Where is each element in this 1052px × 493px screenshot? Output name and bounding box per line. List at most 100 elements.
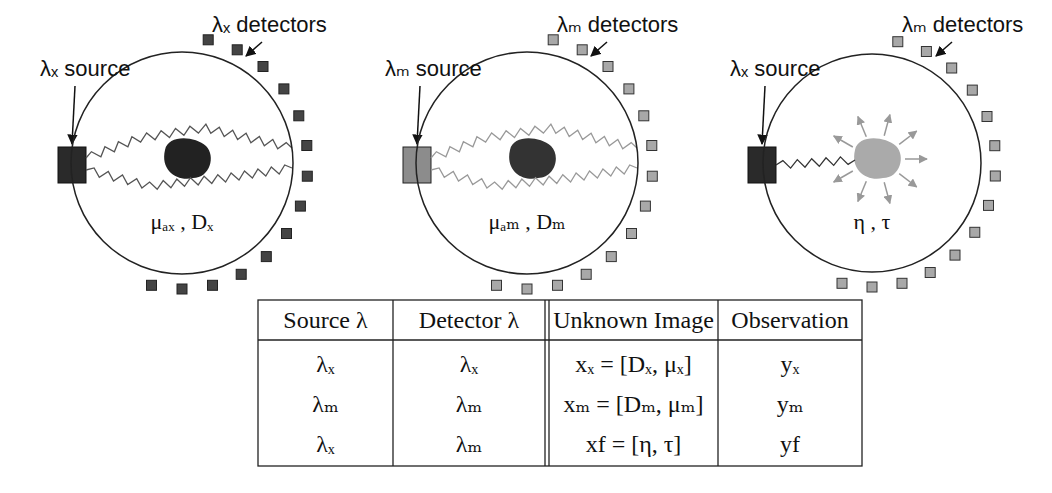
- detector-square: [258, 62, 268, 72]
- detector-square: [279, 84, 289, 94]
- detector-square: [837, 278, 847, 288]
- emission-arrow: [884, 115, 890, 136]
- table-border: [258, 300, 862, 466]
- table-cell: yₓ: [720, 344, 860, 384]
- table-cell: λₘ: [395, 424, 543, 464]
- detector-square: [177, 284, 187, 294]
- table-cell: xf = [η, τ]: [551, 424, 716, 464]
- table-cell: λₓ: [260, 424, 391, 464]
- detector-square: [897, 278, 907, 288]
- part-label: λₓ source: [40, 56, 130, 82]
- detector-square: [603, 62, 613, 72]
- leader-arrow: [246, 42, 262, 56]
- inclusion-blob: [854, 138, 901, 179]
- detector-square: [984, 200, 994, 210]
- table-header: Observation: [720, 300, 860, 340]
- circle-outline: [763, 54, 981, 272]
- detector-square: [639, 111, 649, 121]
- detector-square: [261, 252, 271, 262]
- tissue-circle: μₐₓ , Dₓ: [70, 51, 294, 275]
- detector-square: [302, 141, 312, 151]
- table-header: Detector λ: [395, 300, 543, 340]
- circle-outline: [416, 52, 638, 274]
- detector-square: [921, 47, 931, 57]
- detector-square: [950, 250, 960, 260]
- detector-square: [624, 84, 634, 94]
- detector-square: [990, 171, 1000, 181]
- detector-square: [147, 280, 157, 290]
- circle-label: η , τ: [762, 209, 982, 235]
- circle-label: μₐₓ , Dₓ: [70, 209, 294, 235]
- table-cell: λₓ: [395, 344, 543, 384]
- table-header: Unknown Image: [551, 300, 716, 340]
- part-label: λₘ source: [385, 56, 482, 82]
- emission-arrow: [834, 136, 853, 147]
- photon-path: [776, 157, 855, 168]
- detector-square: [647, 171, 657, 181]
- detector-square: [295, 201, 305, 211]
- detector-square: [970, 227, 980, 237]
- table-cell: yₘ: [720, 384, 860, 424]
- detector-square: [967, 85, 977, 95]
- leader-arrow: [762, 86, 765, 144]
- detector-square: [893, 37, 903, 47]
- illustration-details: [86, 35, 1000, 294]
- table-cell: xₓ = [Dₓ, μₓ]: [551, 344, 716, 384]
- detector-square: [232, 45, 242, 55]
- emission-arrow: [905, 158, 927, 160]
- emission-arrow: [858, 117, 866, 137]
- table-cell: λₘ: [395, 384, 543, 424]
- detector-square: [606, 252, 616, 262]
- detector-square: [236, 269, 246, 279]
- table-cell: λₓ: [260, 344, 391, 384]
- table-rule: [548, 300, 549, 466]
- table-cell: yf: [720, 424, 860, 464]
- circle-label: μₐₘ , Dₘ: [415, 209, 639, 235]
- inclusion-blob: [164, 138, 211, 179]
- emission-arrow: [899, 174, 917, 187]
- detector-square: [947, 63, 957, 73]
- photon-path: [86, 124, 292, 158]
- leader-arrow: [591, 42, 607, 56]
- table-cell: xₘ = [Dₘ, μₘ]: [551, 384, 716, 424]
- detector-square: [548, 35, 558, 45]
- detector-square: [982, 112, 992, 122]
- part-label: λₘ detectors: [557, 12, 678, 38]
- detector-square: [203, 35, 213, 45]
- photon-path: [431, 124, 637, 158]
- table-header: Source λ: [260, 300, 391, 340]
- table-rule: [258, 339, 862, 340]
- detector-square: [208, 280, 218, 290]
- detector-square: [553, 280, 563, 290]
- table-rule: [544, 300, 545, 466]
- inclusion-blob: [509, 138, 556, 179]
- leader-arrow: [936, 42, 952, 56]
- detector-square: [990, 141, 1000, 151]
- table-cell: λₘ: [260, 384, 391, 424]
- emission-arrow: [884, 182, 890, 203]
- source-block: [748, 147, 776, 183]
- photon-path: [431, 165, 637, 189]
- detector-square: [647, 141, 657, 151]
- tissue-circle: μₐₘ , Dₘ: [415, 51, 639, 275]
- detector-square: [925, 268, 935, 278]
- part-label: λₓ detectors: [212, 12, 327, 38]
- emission-arrow: [834, 171, 853, 182]
- tissue-circle: η , τ: [762, 53, 982, 273]
- circle-outline: [71, 52, 293, 274]
- detector-square: [302, 171, 312, 181]
- detector-square: [522, 284, 532, 294]
- table-rule: [717, 300, 718, 466]
- circle-outline: [70, 51, 294, 275]
- part-label: λₘ detectors: [902, 12, 1023, 38]
- detector-square: [282, 229, 292, 239]
- detector-square: [294, 111, 304, 121]
- circle-outline: [762, 53, 982, 273]
- emission-arrow: [858, 181, 866, 201]
- photon-path: [86, 165, 292, 189]
- emission-arrow: [899, 131, 917, 144]
- detector-square: [492, 280, 502, 290]
- circle-outline: [415, 51, 639, 275]
